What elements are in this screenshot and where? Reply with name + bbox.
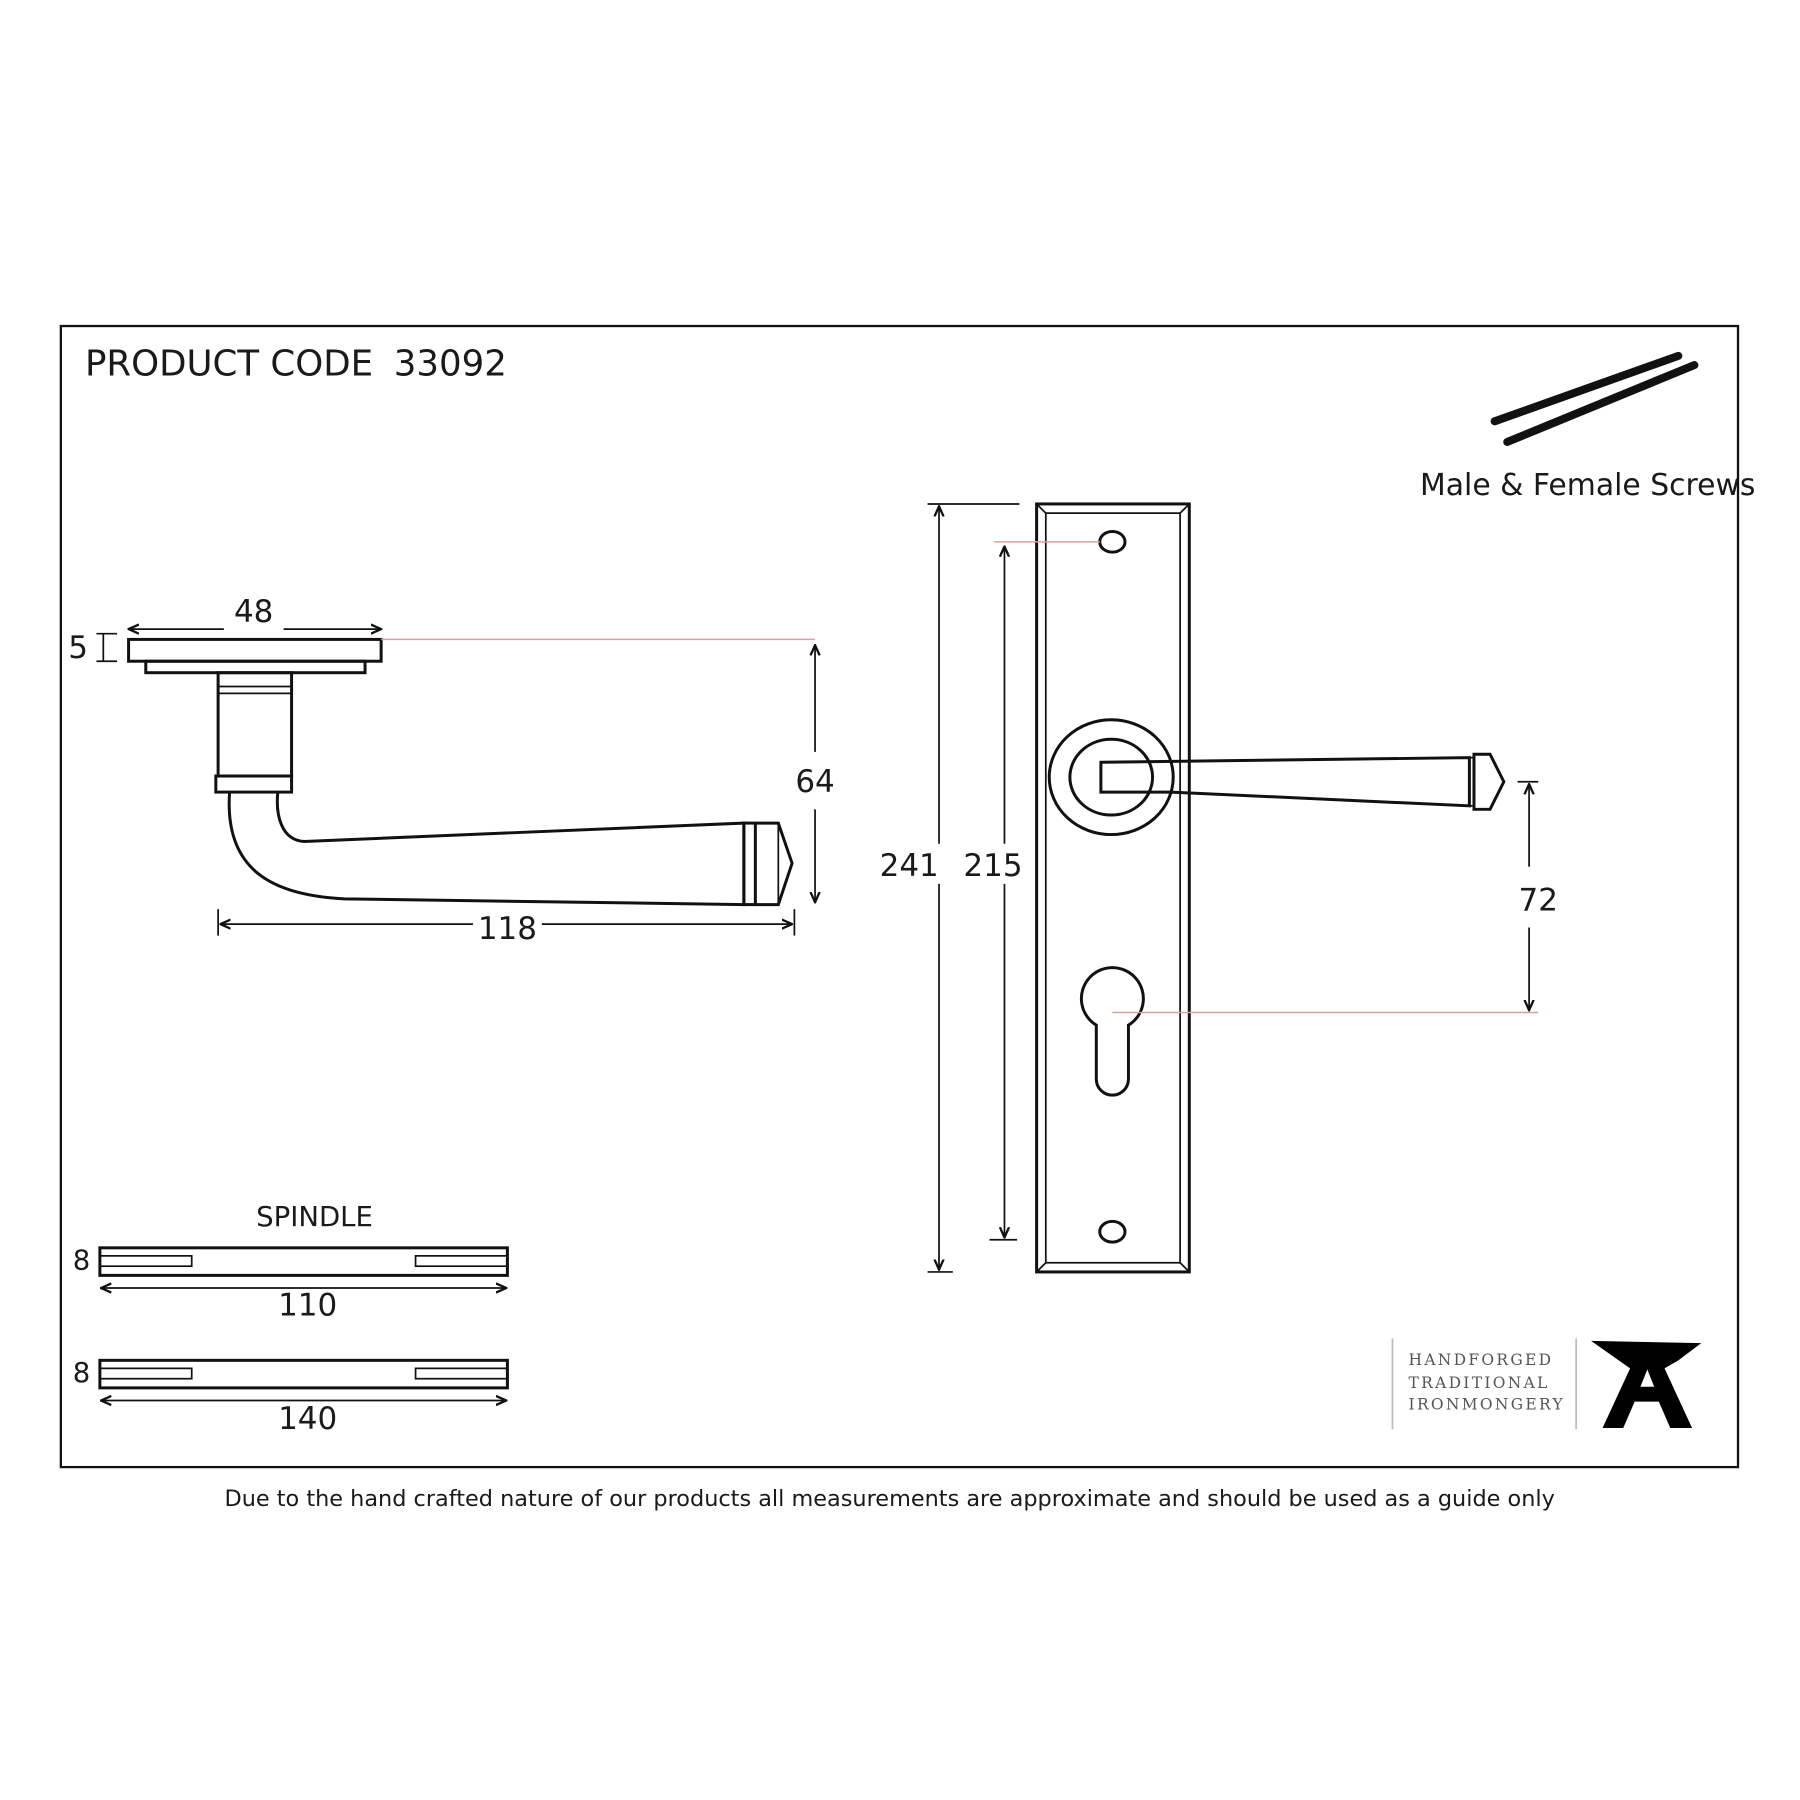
spindle-section: SPINDLE 8 110 8 140 — [73, 1201, 509, 1437]
product-code: PRODUCT CODE 33092 — [85, 343, 507, 384]
product-code-label: PRODUCT CODE — [85, 343, 373, 384]
screws-image: Male & Female Screws — [1420, 351, 1755, 503]
lever-side-view — [127, 637, 794, 907]
euro-cylinder-keyhole — [1079, 966, 1145, 1097]
spindle-size: 8 — [73, 1357, 91, 1389]
disclaimer: Due to the hand crafted nature of our pr… — [224, 1486, 1554, 1512]
spindle-title: SPINDLE — [256, 1201, 373, 1233]
product-code-value: 33092 — [394, 343, 507, 384]
logo-line: HANDFORGED — [1409, 1351, 1554, 1369]
spindle-140: 8 140 — [73, 1357, 509, 1437]
screws-label: Male & Female Screws — [1420, 468, 1755, 503]
spindle-length: 110 — [278, 1288, 337, 1324]
brand-logo: HANDFORGED TRADITIONAL IRONMONGERY — [1391, 1338, 1702, 1430]
dim-rose-thickness: 5 — [68, 630, 88, 666]
spindle-length: 140 — [278, 1401, 337, 1437]
drawing-frame — [59, 324, 1740, 1469]
dim-plate-height: 241 — [880, 848, 939, 884]
side-view-dimensions: 48 5 64 118 — [68, 594, 835, 947]
dim-rose-width: 48 — [234, 594, 273, 630]
dim-lever-projection: 118 — [478, 911, 537, 947]
dim-centre-to-centre: 72 — [1519, 882, 1558, 918]
dim-lever-drop: 64 — [795, 764, 834, 800]
logo-line: IRONMONGERY — [1409, 1396, 1565, 1414]
screw-hole-bottom — [1098, 1219, 1127, 1244]
front-view-dimensions: 241 215 72 — [880, 503, 1558, 1273]
spindle-110: 8 110 — [73, 1245, 509, 1324]
spindle-size: 8 — [73, 1245, 91, 1277]
anvil-icon — [1591, 1340, 1702, 1429]
lever-front-view — [1035, 502, 1506, 1274]
logo-line: TRADITIONAL — [1409, 1374, 1550, 1392]
dim-fixing-centres: 215 — [963, 848, 1022, 884]
